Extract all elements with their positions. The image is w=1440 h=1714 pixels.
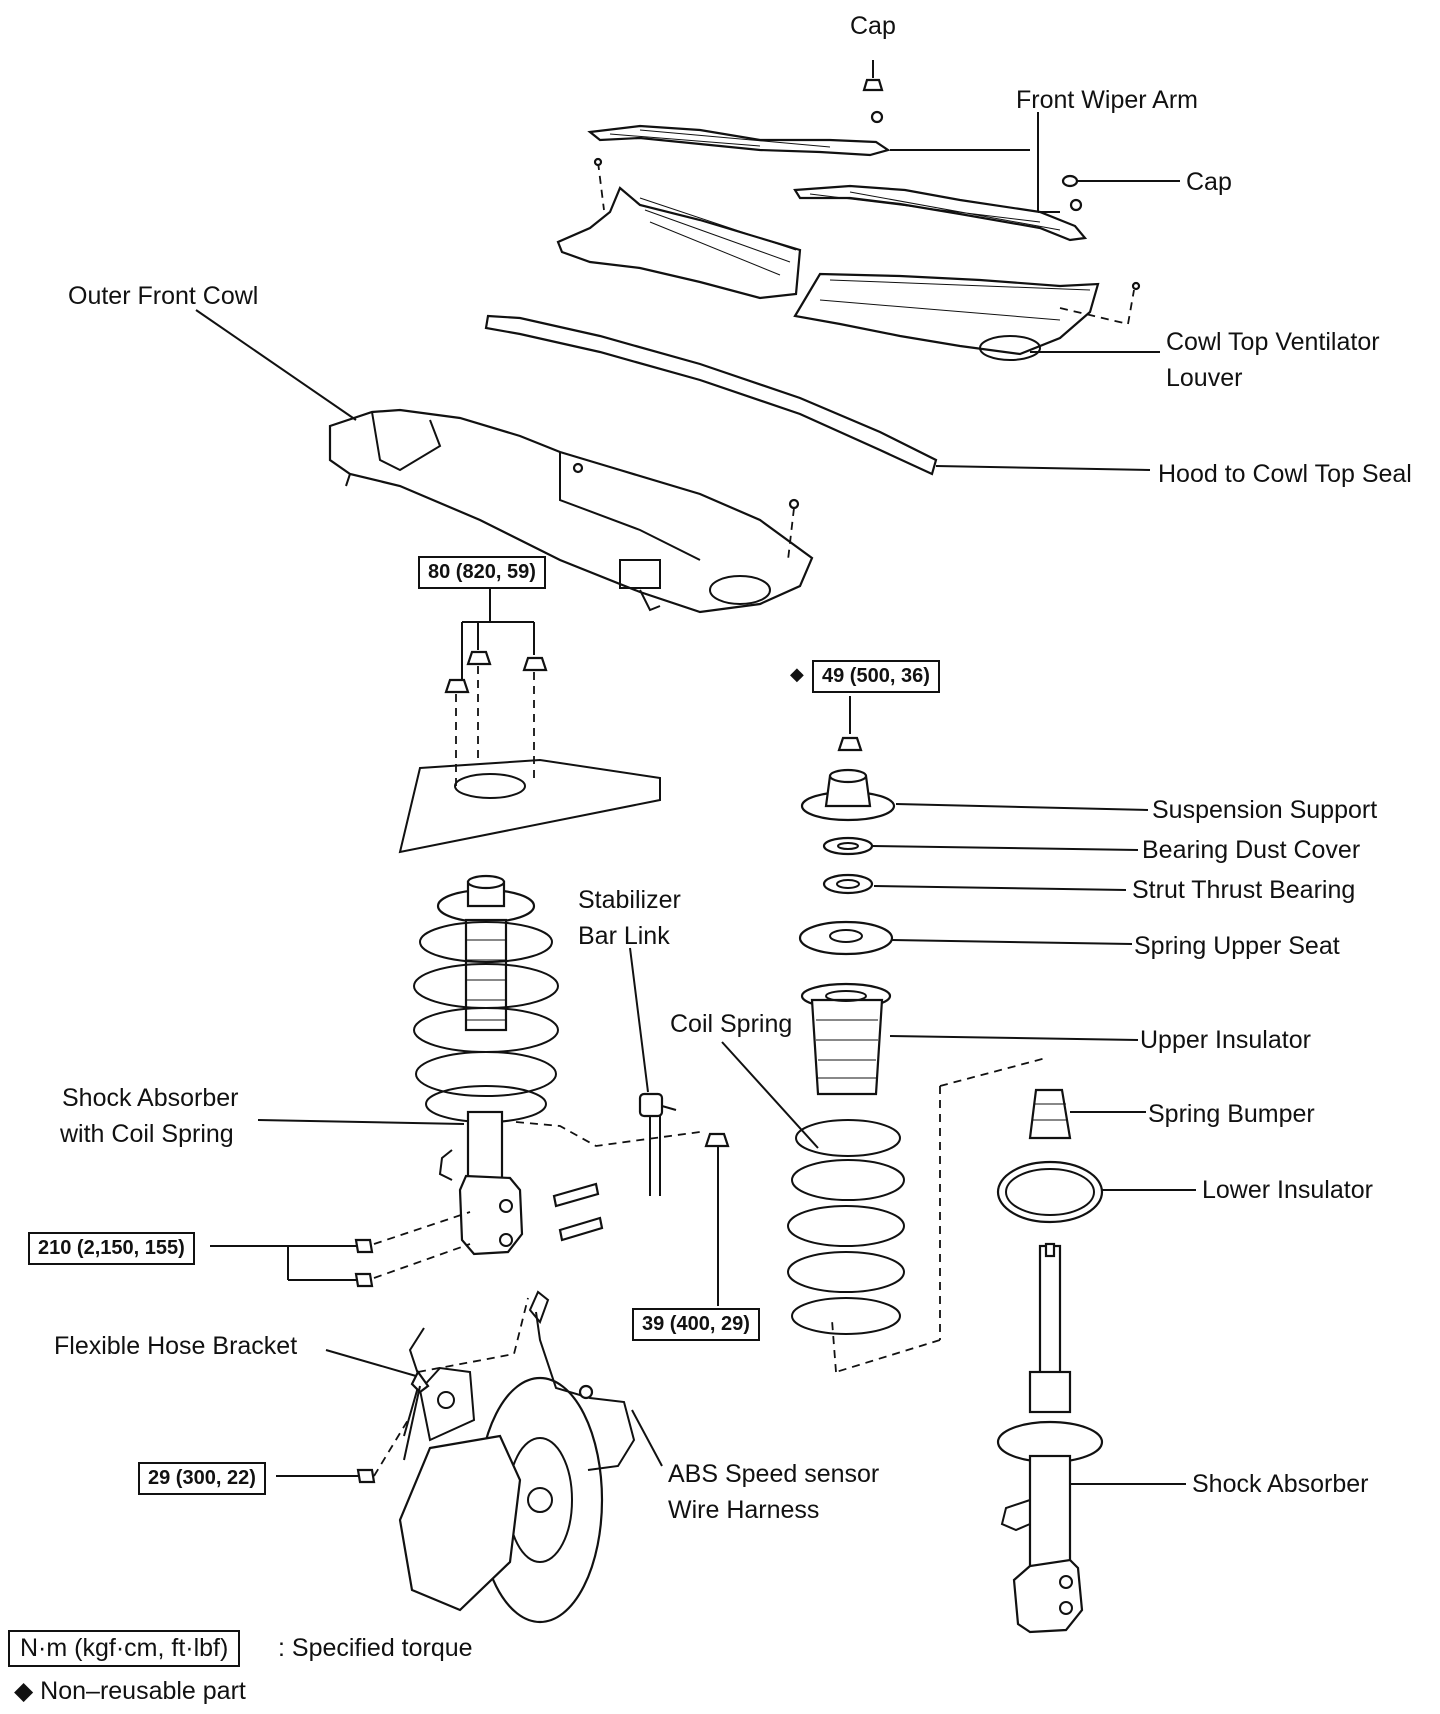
torque-210-leader xyxy=(210,1211,471,1288)
upper-nut-49 xyxy=(837,696,863,752)
label-stabilizer-bar-link-1: Stabilizer xyxy=(578,886,681,914)
torque-210: 210 (2,150, 155) xyxy=(28,1232,195,1265)
label-flexible-hose-bracket: Flexible Hose Bracket xyxy=(54,1332,298,1360)
coil-spring-leader xyxy=(721,1041,819,1149)
upper-insulator-leader xyxy=(889,1035,1139,1041)
cowl-louver-right xyxy=(793,272,1141,361)
flexible-hose-bracket-leader xyxy=(325,1349,417,1377)
body-mount-plate xyxy=(398,758,661,854)
label-hood-to-cowl-top-seal: Hood to Cowl Top Seal xyxy=(1158,460,1412,488)
mount-nuts xyxy=(444,650,548,792)
lower-insulator-part xyxy=(996,1160,1104,1224)
spring-upper-seat-part xyxy=(798,920,894,956)
label-lower-insulator: Lower Insulator xyxy=(1202,1176,1373,1204)
label-shock-absorber: Shock Absorber xyxy=(1192,1470,1369,1498)
torque-29-leader xyxy=(276,1419,409,1484)
label-cowl-top-ventilator-louver-2: Louver xyxy=(1166,364,1243,392)
upper-insulator-part xyxy=(800,982,892,1096)
abs-leader xyxy=(631,1409,663,1467)
hood-to-cowl-top-seal-part xyxy=(484,314,938,476)
label-coil-spring: Coil Spring xyxy=(670,1010,793,1038)
bearing-dust-cover-part xyxy=(822,836,874,856)
spring-upper-seat-leader xyxy=(891,939,1133,945)
seal-leader xyxy=(935,465,1151,471)
label-outer-front-cowl: Outer Front Cowl xyxy=(68,282,259,310)
label-spring-upper-seat: Spring Upper Seat xyxy=(1134,932,1340,960)
cowl-louver-left xyxy=(556,157,802,300)
shock-with-coil-spring-part xyxy=(413,874,559,1256)
label-shock-with-coil-spring-1: Shock Absorber xyxy=(62,1084,239,1112)
abs-wire-harness-part xyxy=(528,1290,636,1471)
bearing-dust-cover-leader xyxy=(871,845,1139,851)
legend-unit-box: N·m (kgf·cm, ft·lbf) xyxy=(8,1630,241,1667)
front-wiper-arm-left xyxy=(587,110,891,157)
steering-knuckle-part xyxy=(398,1327,604,1624)
nonreusable-marker: ◆ xyxy=(790,664,804,684)
label-bearing-dust-cover: Bearing Dust Cover xyxy=(1142,836,1361,864)
stabilizer-bar-link-part xyxy=(515,1092,730,1306)
strut-thrust-bearing-part xyxy=(822,873,874,895)
torque-49: 49 (500, 36) xyxy=(812,660,940,693)
cap-right-part xyxy=(1061,174,1180,188)
strut-bolts xyxy=(552,1182,604,1242)
legend-unit-text: : Specified torque xyxy=(278,1634,473,1662)
cap-top-part xyxy=(862,60,884,92)
label-stabilizer-bar-link-2: Bar Link xyxy=(578,922,670,950)
label-cap-right: Cap xyxy=(1186,168,1232,196)
label-strut-thrust-bearing: Strut Thrust Bearing xyxy=(1132,876,1356,904)
label-front-wiper-arm: Front Wiper Arm xyxy=(1016,86,1198,114)
torque-29: 29 (300, 22) xyxy=(138,1462,266,1495)
label-abs-speed-sensor-2: Wire Harness xyxy=(668,1496,820,1524)
label-cowl-top-ventilator-louver-1: Cowl Top Ventilator xyxy=(1166,328,1380,356)
stabilizer-link-leader xyxy=(629,947,649,1093)
torque-80-leader xyxy=(461,588,535,680)
torque-39: 39 (400, 29) xyxy=(632,1308,760,1341)
torque-80: 80 (820, 59) xyxy=(418,556,546,589)
label-abs-speed-sensor-1: ABS Speed sensor xyxy=(668,1460,880,1488)
legend-nonreusable: ◆ Non–reusable part xyxy=(14,1677,246,1705)
label-upper-insulator: Upper Insulator xyxy=(1140,1026,1311,1054)
label-shock-with-coil-spring-2: with Coil Spring xyxy=(60,1120,234,1148)
label-cap-top: Cap xyxy=(850,12,896,40)
dashed-assembly-outline xyxy=(831,1057,1047,1373)
suspension-support-leader xyxy=(895,803,1149,811)
flexible-hose-bracket-part xyxy=(403,1297,529,1461)
label-suspension-support: Suspension Support xyxy=(1152,796,1378,824)
front-wiper-arm-right xyxy=(793,184,1088,242)
outer-front-cowl-part xyxy=(328,408,814,614)
suspension-support-part xyxy=(800,768,896,822)
coil-spring-part xyxy=(787,1119,905,1335)
spring-bumper-part xyxy=(1028,1088,1072,1140)
label-spring-bumper: Spring Bumper xyxy=(1148,1100,1315,1128)
shock-with-spring-leader xyxy=(257,1119,465,1125)
outer-front-cowl-leader xyxy=(195,309,357,421)
shock-absorber-part xyxy=(996,1242,1104,1634)
strut-thrust-bearing-leader xyxy=(873,885,1127,891)
